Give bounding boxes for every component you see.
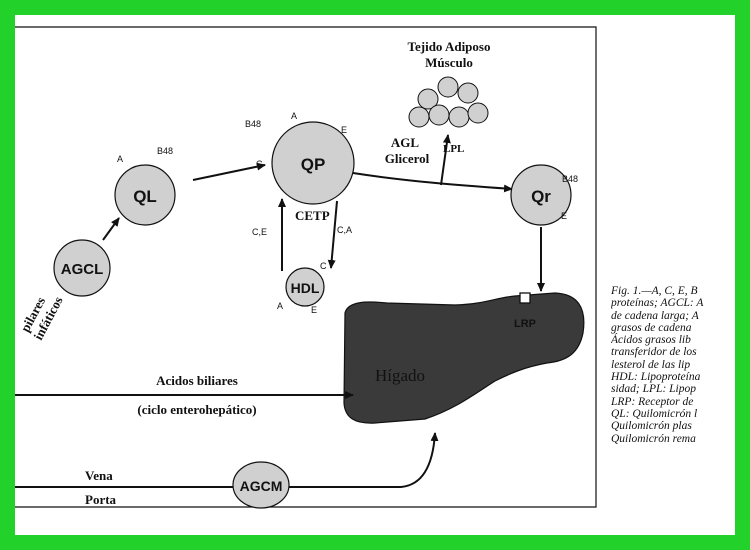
agl-label: AGL (391, 135, 420, 150)
liver-label: Hígado (375, 366, 425, 385)
lipoprotein-diagram: Hígado LRP Tejido Adiposo Músculo (15, 26, 597, 509)
arrow-to-adipose (440, 134, 451, 186)
ce-label: C,E (252, 227, 267, 237)
ca-label: C,A (337, 225, 352, 235)
adipose-cells (408, 76, 489, 128)
hdl-apo-e: E (311, 305, 317, 315)
glicerol-label: Glicerol (385, 151, 430, 166)
caption-line: lesterol de las lip (611, 358, 691, 371)
caption-line: Quilomicrón plas (611, 420, 692, 433)
node-ql (114, 164, 176, 226)
arrow-qp-to-hdl (327, 200, 338, 269)
node-qr-label: Qr (531, 187, 551, 206)
caption-line: LRP: Receptor de (611, 395, 694, 408)
node-qp (271, 121, 355, 205)
ql-apo-b48: B48 (157, 146, 173, 156)
hdl-apo-c: C (320, 261, 327, 271)
qr-apo-e: E (561, 211, 567, 221)
lpl-label: LPL (443, 143, 464, 155)
arrow-portal-to-liver (15, 432, 439, 488)
hdl-apo-a: A (277, 301, 283, 311)
lrp-receptor (519, 292, 531, 304)
porta-label: Porta (85, 492, 117, 507)
node-hdl-label: HDL (291, 280, 320, 296)
arrow-agcl-to-ql (102, 217, 120, 241)
adipose-label-line1: Tejido Adiposo (408, 39, 491, 54)
node-agcl-label: AGCL (61, 261, 104, 278)
arrow-ql-to-qp (192, 162, 266, 181)
caption-line: de cadena larga; A (611, 309, 699, 322)
caption-line: sidad; LPL: Lipop (611, 383, 696, 396)
arrow-qp-to-qr (352, 172, 513, 193)
node-qr (510, 164, 572, 226)
caption-line: Ácidos grasos lib (611, 334, 691, 347)
node-agcl (53, 239, 111, 297)
qp-apo-b48: B48 (245, 119, 261, 129)
caption-line: HDL: Lipoproteína (611, 371, 701, 384)
caption-line: grasos de cadena (611, 321, 692, 334)
node-qp-label: QP (301, 155, 326, 174)
qr-apo-b48: B48 (562, 174, 578, 184)
bile-label-line1: Acidos biliares (156, 373, 238, 388)
bile-label-line2: (ciclo enterohepático) (137, 402, 256, 417)
qp-apo-c: C (256, 159, 263, 169)
node-hdl (285, 267, 325, 307)
adipose-label-line2: Músculo (425, 55, 473, 70)
node-agcm (232, 461, 290, 509)
cetp-label: CETP (295, 208, 330, 223)
qp-apo-a: A (291, 111, 297, 121)
figure-frame: Hígado LRP Tejido Adiposo Músculo (15, 15, 735, 535)
diagram-border (15, 26, 597, 508)
vena-label: Vena (85, 468, 113, 483)
lrp-label: LRP (514, 318, 536, 330)
qp-apo-e: E (341, 125, 347, 135)
node-ql-label: QL (133, 187, 157, 206)
node-agcm-label: AGCM (240, 478, 283, 494)
caption-line: transferidor de los (611, 346, 697, 359)
caption-line: QL: Quilomicrón l (611, 407, 698, 420)
ql-apo-a: A (117, 154, 123, 164)
caption-line: Quilomicrón rema (611, 432, 696, 445)
caption-line: Fig. 1.—A, C, E, B (611, 285, 698, 297)
liver-shape (343, 292, 585, 424)
caption-line: proteínas; AGCL: A (611, 297, 704, 310)
